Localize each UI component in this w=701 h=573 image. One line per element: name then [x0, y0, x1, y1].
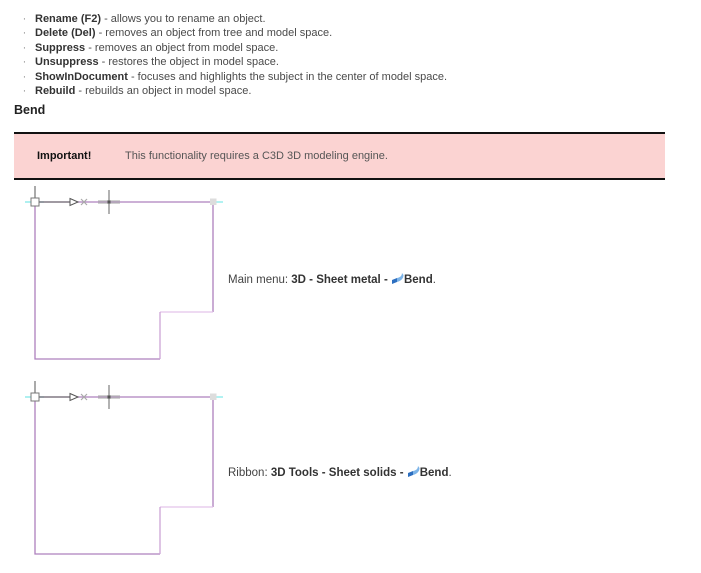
endpoint-marker-icon: [210, 198, 217, 205]
caption-prefix: Ribbon:: [228, 467, 271, 479]
caption-main-menu: Main menu: 3D - Sheet metal - Bend.: [228, 272, 436, 286]
section-heading-bend: Bend: [14, 103, 46, 117]
banner-label: Important!: [37, 150, 92, 162]
caption-path: 3D Tools - Sheet solids -: [270, 467, 407, 479]
list-item: · Rebuild - rebuilds an object in model …: [14, 84, 691, 98]
origin-marker-icon: [30, 392, 40, 402]
polygon-outline: [34, 201, 214, 360]
banner-text: This functionality requires a C3D 3D mod…: [125, 150, 388, 162]
term: Suppress: [35, 41, 86, 54]
x-axis-label-icon: [80, 393, 88, 401]
term: Rebuild: [35, 85, 76, 98]
x-axis-arrow-icon: [69, 392, 80, 402]
list-item: · Unsuppress - restores the object in mo…: [14, 55, 691, 69]
bullet: ·: [22, 13, 27, 25]
bullet: ·: [22, 70, 27, 83]
list-item: · ShowInDocument - focuses and highlight…: [14, 70, 691, 84]
list-item: · Rename (F2) - allows you to rename an …: [14, 12, 691, 26]
bend-icon: [407, 466, 420, 477]
caption-command: Bend: [419, 467, 449, 479]
bullet: ·: [22, 85, 27, 98]
bullet: ·: [22, 27, 27, 40]
caption-path: 3D - Sheet metal -: [291, 274, 391, 286]
sketch-diagram-1: [25, 186, 223, 360]
term-description: - removes an object from model space.: [85, 41, 279, 54]
list-item: · Delete (Del) - removes an object from …: [14, 26, 691, 40]
list-item: · Suppress - removes an object from mode…: [14, 41, 691, 55]
term: Delete (Del): [35, 27, 96, 40]
feature-list: · Rename (F2) - allows you to rename an …: [14, 12, 691, 98]
endpoint-marker-icon: [210, 393, 217, 400]
bullet: ·: [22, 56, 27, 69]
bend-icon: [391, 273, 404, 284]
term-description: - restores the object in model space.: [98, 56, 279, 69]
sketch-diagram-2: [25, 381, 223, 555]
term-description: - removes an object from tree and model …: [95, 27, 333, 40]
origin-marker-icon: [30, 197, 40, 207]
caption-prefix: Main menu:: [228, 274, 292, 286]
bullet: ·: [22, 41, 27, 54]
point-marker-dot: [107, 395, 111, 399]
caption-end: .: [448, 467, 452, 479]
term-description: - allows you to rename an object.: [101, 13, 266, 25]
caption-command: Bend: [403, 274, 433, 286]
term: ShowInDocument: [35, 70, 128, 83]
caption-end: .: [432, 274, 436, 286]
x-axis-label-icon: [80, 198, 88, 206]
term-description: - focuses and highlights the subject in …: [127, 70, 448, 83]
term: Unsuppress: [35, 56, 99, 69]
important-banner: Important! This functionality requires a…: [14, 132, 665, 180]
term: Rename (F2): [35, 13, 102, 25]
term-description: - rebuilds an object in model space.: [75, 85, 252, 98]
polygon-outline: [34, 396, 214, 555]
caption-ribbon: Ribbon: 3D Tools - Sheet solids - Bend.: [228, 465, 452, 479]
x-axis-arrow-icon: [69, 197, 80, 207]
point-marker-dot: [107, 200, 111, 204]
